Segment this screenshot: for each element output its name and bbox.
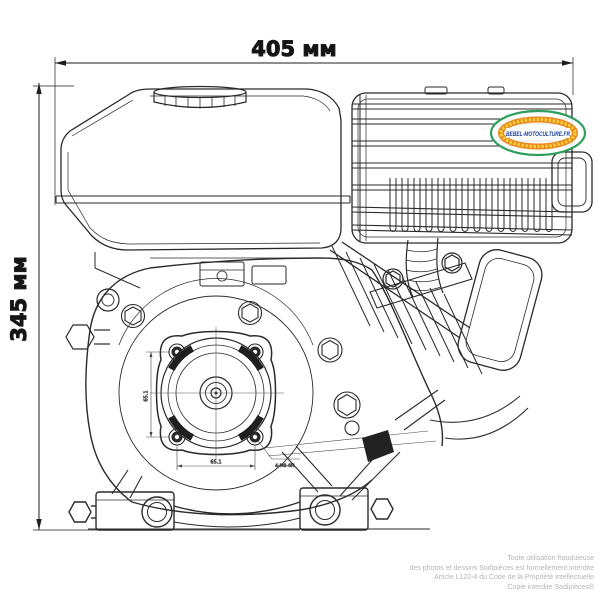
shaft-hatch-wedges	[168, 345, 264, 441]
tank-seam	[55, 195, 351, 204]
fuel-cap	[153, 85, 247, 109]
copyright-line-3: Article L122-4 du Code de la Propriété I…	[434, 574, 594, 582]
watermark-text: BEBEL-MOTOCULTURE.FR	[506, 131, 570, 138]
dimension-height: 345 мм	[7, 83, 300, 531]
muffler-slots	[389, 178, 553, 232]
arrow-left-icon	[55, 60, 66, 66]
flange-horizontal-dim: 65.1	[210, 460, 221, 466]
carburetor	[199, 261, 287, 287]
muffler-guard	[351, 86, 593, 244]
dimension-width: 405 мм	[54, 37, 574, 205]
left-hex-bolt	[65, 324, 95, 350]
centerlines	[150, 327, 284, 460]
struts	[111, 389, 446, 501]
copyright-line-1: Toute utilisation frauduleuse	[507, 555, 594, 563]
head-bolt-left	[382, 268, 404, 290]
base-hex-bolt-right	[370, 498, 394, 520]
fuel-tank	[55, 88, 351, 251]
intake-tube	[369, 237, 473, 309]
valve-cover	[457, 249, 543, 371]
watermark-rope-inner	[499, 117, 577, 149]
pto-flange	[150, 327, 284, 460]
fuel-cap-ribs	[164, 96, 236, 109]
head-bolt-right	[441, 252, 463, 274]
base-hex-bolt-left	[68, 501, 92, 523]
width-dimension-label: 405 мм	[251, 37, 336, 61]
side-cover-arcs	[429, 395, 529, 440]
oil-drain-plug	[362, 430, 394, 462]
flange-bolt-callout: 4-M8-6H	[275, 463, 295, 469]
left-side-details	[65, 252, 330, 350]
head-plate	[369, 262, 473, 309]
height-dimension-label: 345 мм	[7, 256, 31, 341]
muffler-bracket	[551, 151, 593, 213]
watermark-badge: BEBEL-MOTOCULTURE.FR	[489, 109, 587, 157]
copyright-line-4: Copie interdite Sodipièces®	[507, 583, 595, 591]
copyright-notice: Toute utilisation frauduleuse des photos…	[254, 554, 594, 592]
arrow-up-icon	[36, 83, 42, 94]
mounting-base	[68, 487, 430, 531]
arrow-down-icon	[36, 519, 42, 530]
copyright-line-2: des photos et dessins Sodipièces est for…	[409, 564, 594, 572]
flange-vertical-dim: 65.1	[144, 390, 150, 401]
crankcase-bolts	[120, 300, 361, 419]
arrow-right-icon	[562, 60, 573, 66]
flange-dimensions: 65.1 65.1 4-M8-6H	[143, 351, 437, 470]
